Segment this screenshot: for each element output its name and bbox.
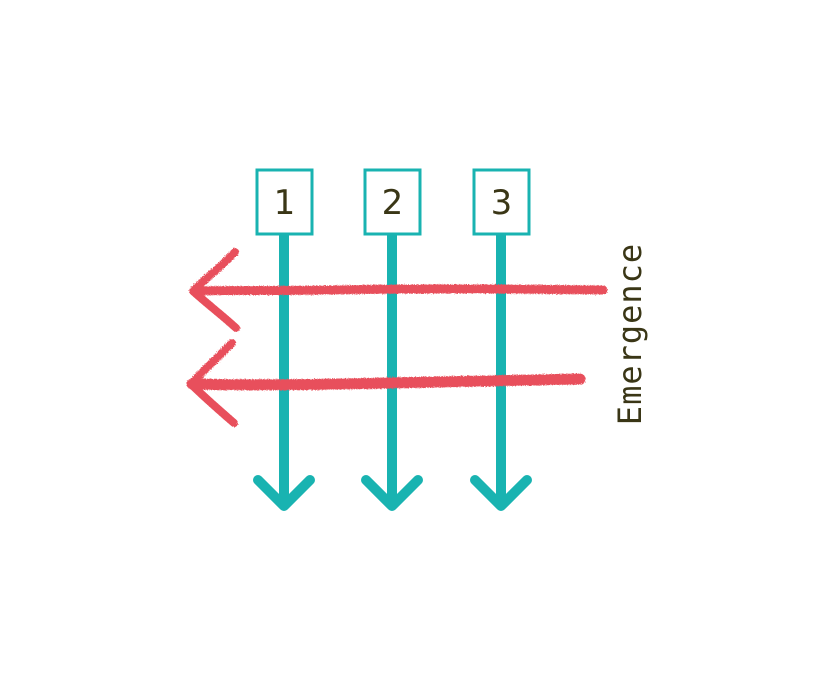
- column-3: [470, 229, 532, 511]
- column-1: [253, 229, 315, 511]
- column-3-box: 3: [472, 168, 531, 236]
- column-3-arrowhead-icon: [470, 475, 532, 511]
- column-2-label: 2: [382, 183, 404, 223]
- column-2: [361, 229, 423, 511]
- emergence-arrow-1-head-icon: [189, 248, 240, 332]
- emergence-arrow-2-shaft: [186, 373, 586, 391]
- emergence-arrow-1: [189, 248, 608, 332]
- emergence-label: Emergence: [611, 243, 649, 425]
- emergence-arrow-2-head-icon: [187, 339, 238, 427]
- column-2-box: 2: [363, 168, 422, 236]
- emergence-arrow-1-shaft: [189, 284, 608, 296]
- column-3-label: 3: [491, 183, 513, 223]
- column-1-box: 1: [255, 168, 314, 236]
- column-2-arrowhead-icon: [361, 475, 423, 511]
- column-1-arrowhead-icon: [253, 475, 315, 511]
- column-1-label: 1: [274, 183, 296, 223]
- emergence-arrow-2: [186, 339, 586, 427]
